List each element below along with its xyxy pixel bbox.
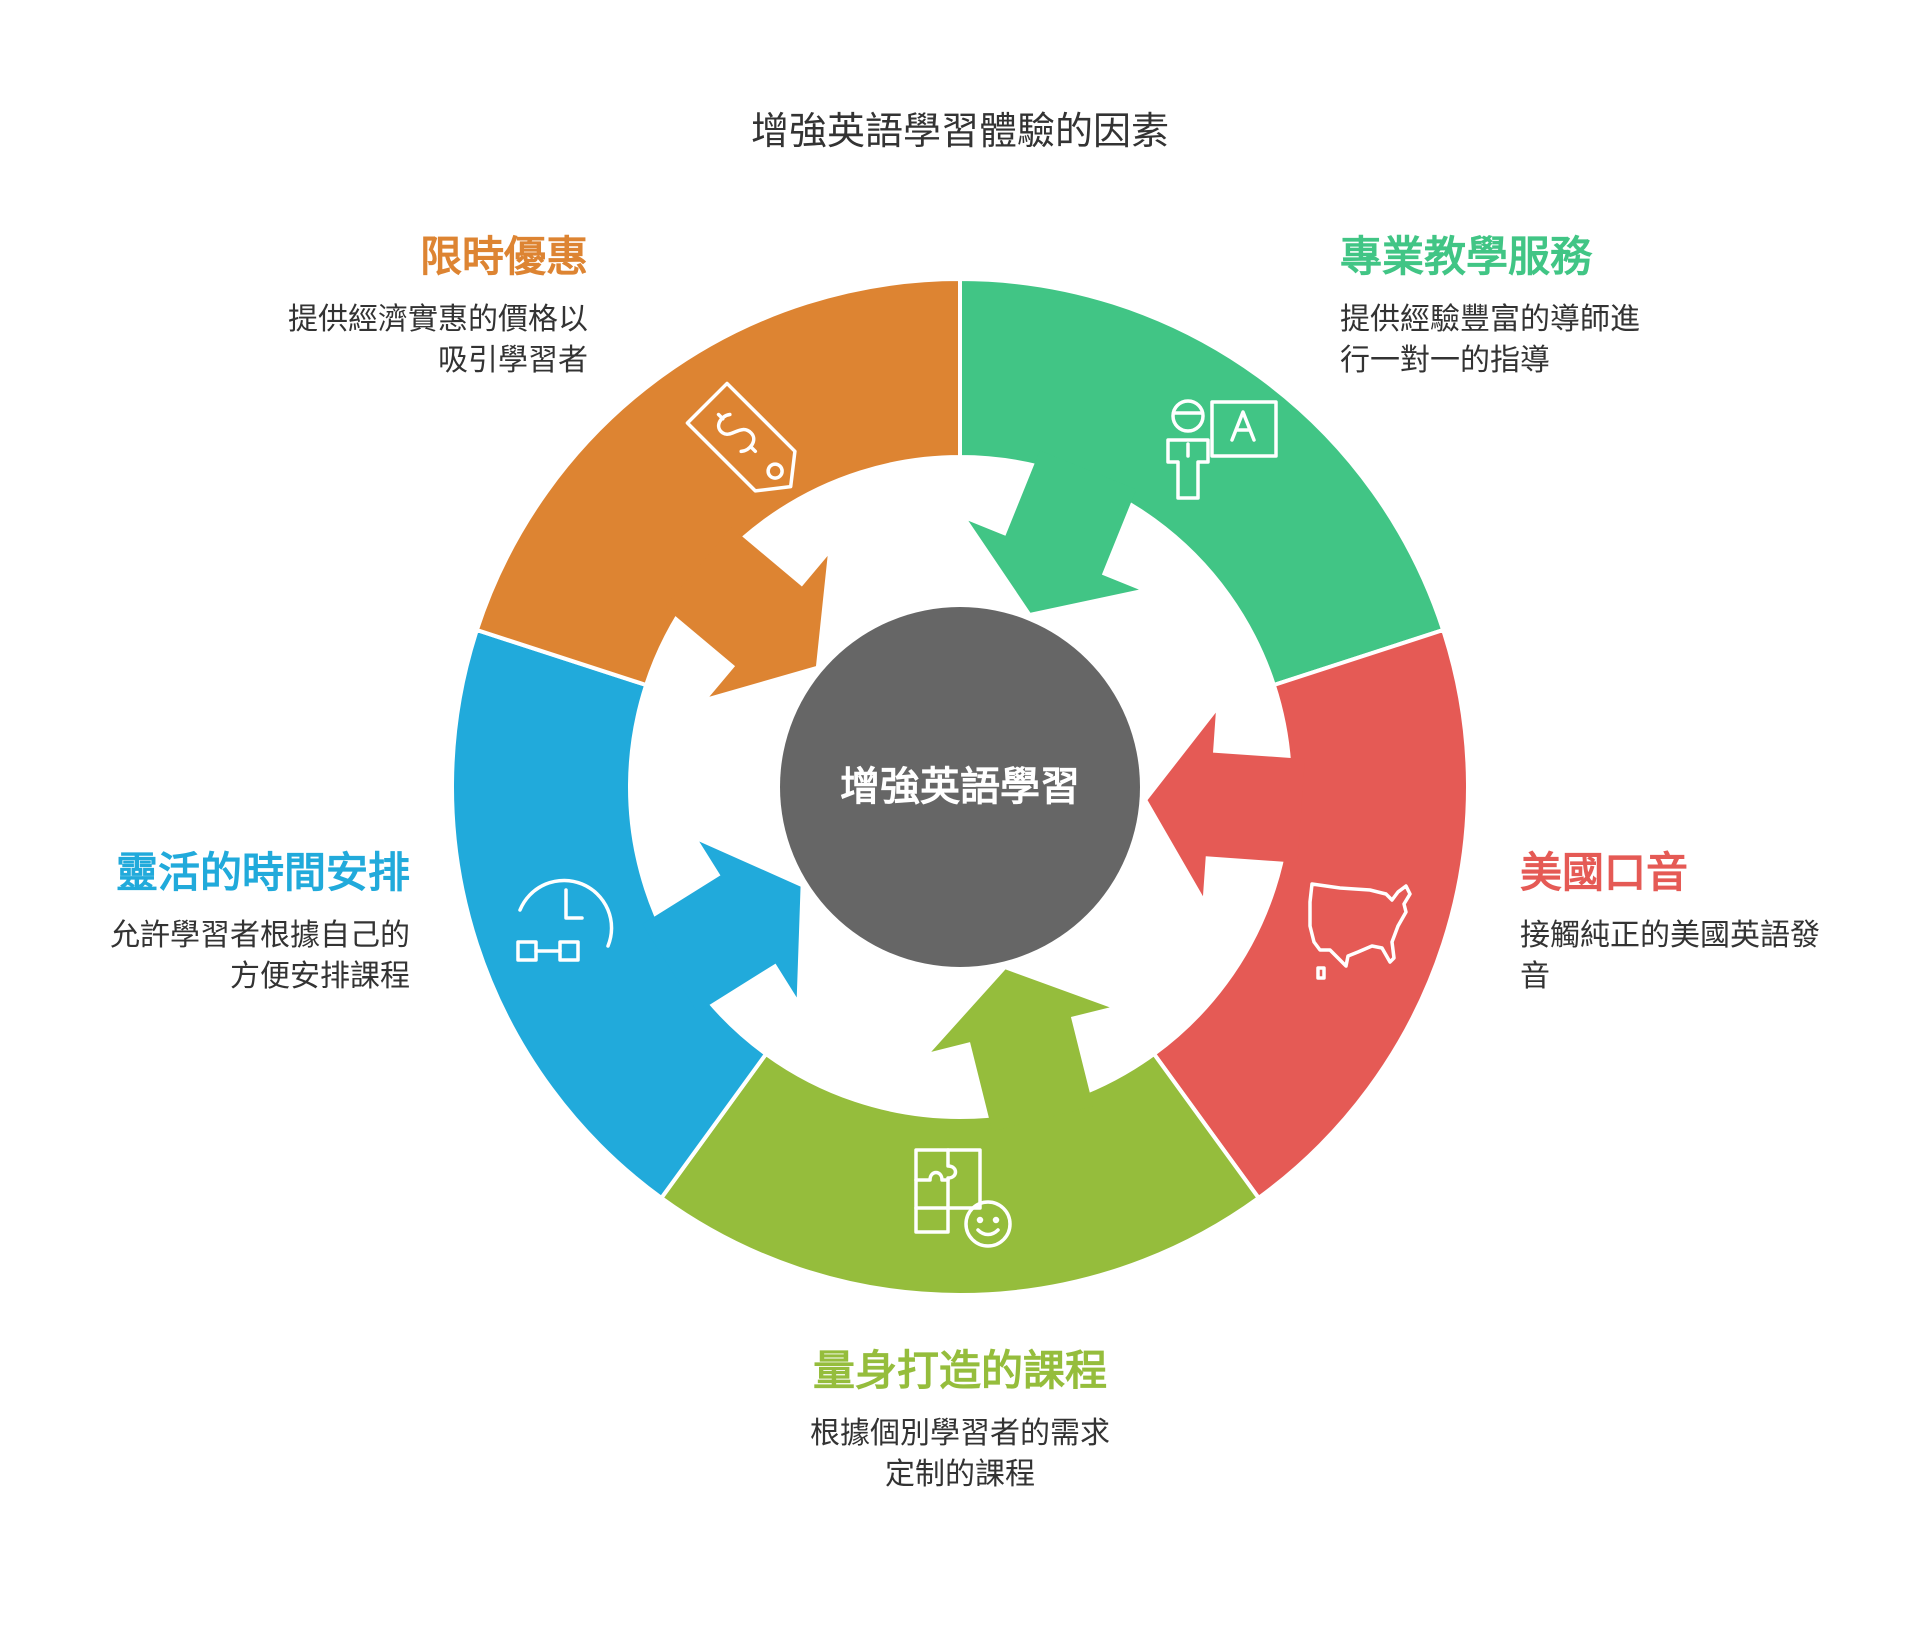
diagram-title: 增強英語學習體驗的因素 [750, 109, 1169, 153]
puzzle-face-icon [914, 1148, 1012, 1248]
label-accent-title: 美國口音 [1520, 848, 1689, 897]
teacher-icon [1166, 399, 1278, 500]
label-flexible: 靈活的時間安排 允許學習者根據自己的方便安排課程 [70, 848, 410, 997]
arrows [642, 450, 1305, 1132]
ring-segment-custom [658, 1051, 1262, 1297]
center-hub [780, 607, 1140, 967]
label-teaching-desc: 提供經驗豐富的導師進行一對一的指導 [1340, 302, 1640, 378]
label-custom-desc: 根據個別學習者的需求定制的課程 [810, 1416, 1110, 1492]
arrow-teaching [968, 450, 1139, 613]
center-label: 增強英語學習 [840, 764, 1080, 810]
label-teaching-title: 專業教學服務 [1340, 232, 1593, 281]
arrow-flexible [642, 841, 801, 1013]
label-accent: 美國口音 接觸純正的美國英語發音 [1520, 848, 1840, 997]
arrow-accent [1147, 712, 1305, 897]
arrow-discount [664, 527, 828, 697]
label-custom-title: 量身打造的課程 [812, 1346, 1107, 1395]
price-tag-icon [685, 381, 797, 493]
arrow-custom [931, 969, 1110, 1132]
label-flexible-desc: 允許學習者根據自己的方便安排課程 [110, 918, 410, 994]
usa-map-icon [1308, 882, 1412, 980]
label-flexible-title: 靈活的時間安排 [115, 848, 410, 897]
label-discount-desc: 提供經濟實惠的價格以吸引學習者 [288, 302, 588, 378]
label-teaching: 專業教學服務 提供經驗豐富的導師進行一對一的指導 [1340, 232, 1680, 381]
label-discount: 限時優惠 提供經濟實惠的價格以吸引學習者 [248, 232, 588, 381]
label-custom: 量身打造的課程 根據個別學習者的需求定制的課程 [760, 1346, 1160, 1495]
label-accent-desc: 接觸純正的美國英語發音 [1520, 918, 1820, 994]
clock-schedule-icon [516, 878, 614, 962]
label-discount-title: 限時優惠 [419, 232, 588, 281]
